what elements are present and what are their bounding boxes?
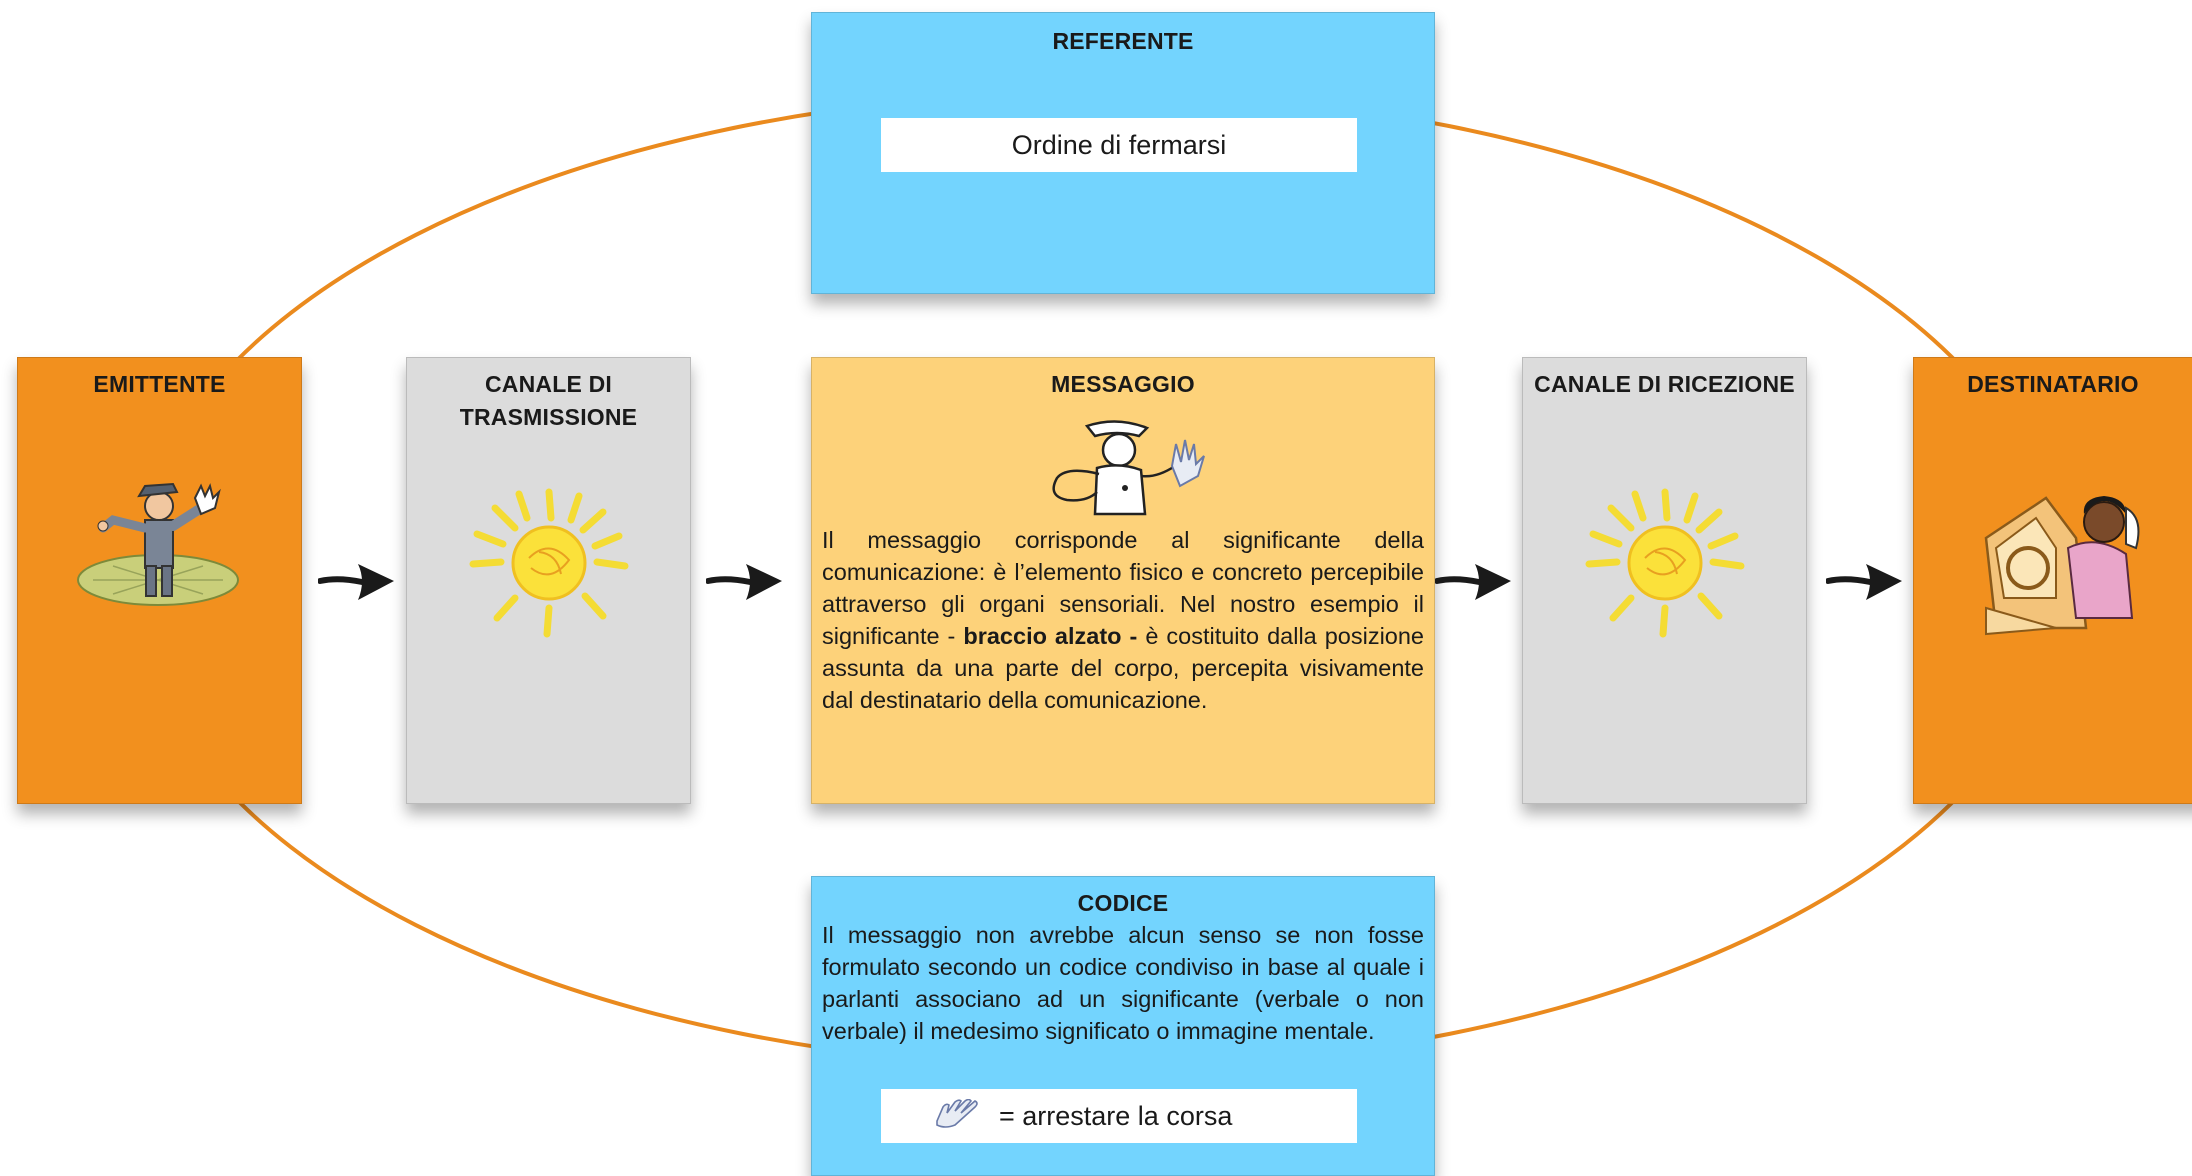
messaggio-title: MESSAGGIO xyxy=(1051,371,1195,397)
arrow-right-icon xyxy=(1826,564,1902,600)
messaggio-description: Il messaggio corrisponde al significante… xyxy=(822,524,1424,716)
emittente-title: EMITTENTE xyxy=(93,371,226,397)
police-officer-raised-hand-illustration xyxy=(1052,420,1205,516)
police-officer-illustration xyxy=(77,482,239,606)
codice-box: CODICE Il messaggio non avrebbe alcun se… xyxy=(811,876,1435,1176)
arrow-right-icon xyxy=(1435,564,1511,600)
referente-value: Ordine di fermarsi xyxy=(881,118,1357,172)
woman-driving-car-illustration xyxy=(1984,496,2140,636)
messaggio-text-bold: braccio alzato - xyxy=(963,623,1138,649)
codice-title: CODICE xyxy=(1077,890,1169,916)
canale-ricezione-box: CANALE DI RICEZIONE xyxy=(1522,357,1807,804)
codice-legend-text: = arrestare la corsa xyxy=(999,1100,1233,1131)
sun-icon xyxy=(469,488,629,638)
destinatario-title: DESTINATARIO xyxy=(1967,371,2139,397)
raised-hand-icon xyxy=(936,1099,978,1128)
canale-trasmissione-title-line1: CANALE DI xyxy=(484,371,613,397)
sun-icon xyxy=(1585,488,1745,638)
destinatario-box: DESTINATARIO xyxy=(1913,357,2192,804)
referente-title: REFERENTE xyxy=(1052,28,1194,54)
messaggio-box: MESSAGGIO Il messaggio corrisponde al si… xyxy=(811,357,1435,804)
codice-description: Il messaggio non avrebbe alcun senso se … xyxy=(822,922,1424,1044)
messaggio-text-before: Il messaggio corrisponde al significante… xyxy=(822,527,1424,649)
arrow-right-icon xyxy=(318,564,394,600)
messaggio-text-after: è costituito dalla posizione assunta da … xyxy=(822,623,1425,713)
canale-ricezione-title: CANALE DI RICEZIONE xyxy=(1534,371,1795,397)
canale-trasmissione-title-line2: TRASMISSIONE xyxy=(459,404,638,430)
emittente-box: EMITTENTE xyxy=(17,357,302,804)
canale-trasmissione-box: CANALE DI TRASMISSIONE xyxy=(406,357,691,804)
codice-legend: = arrestare la corsa xyxy=(881,1089,1357,1143)
arrow-right-icon xyxy=(706,564,782,600)
referente-box: REFERENTE Ordine di fermarsi xyxy=(811,12,1435,294)
